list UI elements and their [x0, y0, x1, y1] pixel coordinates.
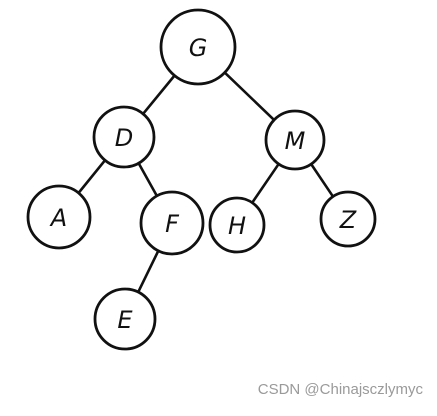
node-circle-A — [26, 184, 92, 250]
node-label-A: A — [49, 204, 67, 232]
tree-node-G: G — [159, 8, 237, 86]
node-circle-H — [208, 196, 266, 254]
node-circle-Z — [319, 190, 377, 248]
node-circle-D — [92, 105, 156, 169]
tree-edges — [76, 69, 336, 296]
tree-node-Z: Z — [319, 190, 377, 248]
node-label-D: D — [115, 124, 133, 152]
tree-nodes: G D M A F H Z E — [26, 8, 377, 351]
node-label-E: E — [117, 306, 133, 334]
tree-node-H: H — [208, 196, 266, 254]
edge-D-A — [76, 157, 108, 196]
tree-node-D: D — [92, 105, 156, 169]
edge-G-D — [140, 72, 178, 117]
tree-node-M: M — [264, 109, 326, 171]
tree-node-A: A — [26, 184, 92, 250]
edge-M-Z — [308, 161, 336, 200]
edge-F-E — [136, 247, 161, 296]
node-label-G: G — [189, 34, 208, 62]
node-label-F: F — [165, 210, 180, 238]
node-circle-G — [159, 8, 237, 86]
edge-M-H — [249, 161, 282, 206]
node-circle-M — [264, 109, 326, 171]
edge-D-F — [136, 160, 160, 199]
node-label-H: H — [228, 212, 246, 240]
tree-node-E: E — [93, 287, 157, 351]
watermark-text: CSDN @Chinajsczlymyc — [257, 381, 423, 398]
node-circle-E — [93, 287, 157, 351]
node-label-Z: Z — [339, 206, 357, 234]
tree-node-F: F — [139, 190, 205, 256]
edge-G-M — [222, 69, 277, 123]
node-circle-F — [139, 190, 205, 256]
node-label-M: M — [285, 127, 306, 155]
